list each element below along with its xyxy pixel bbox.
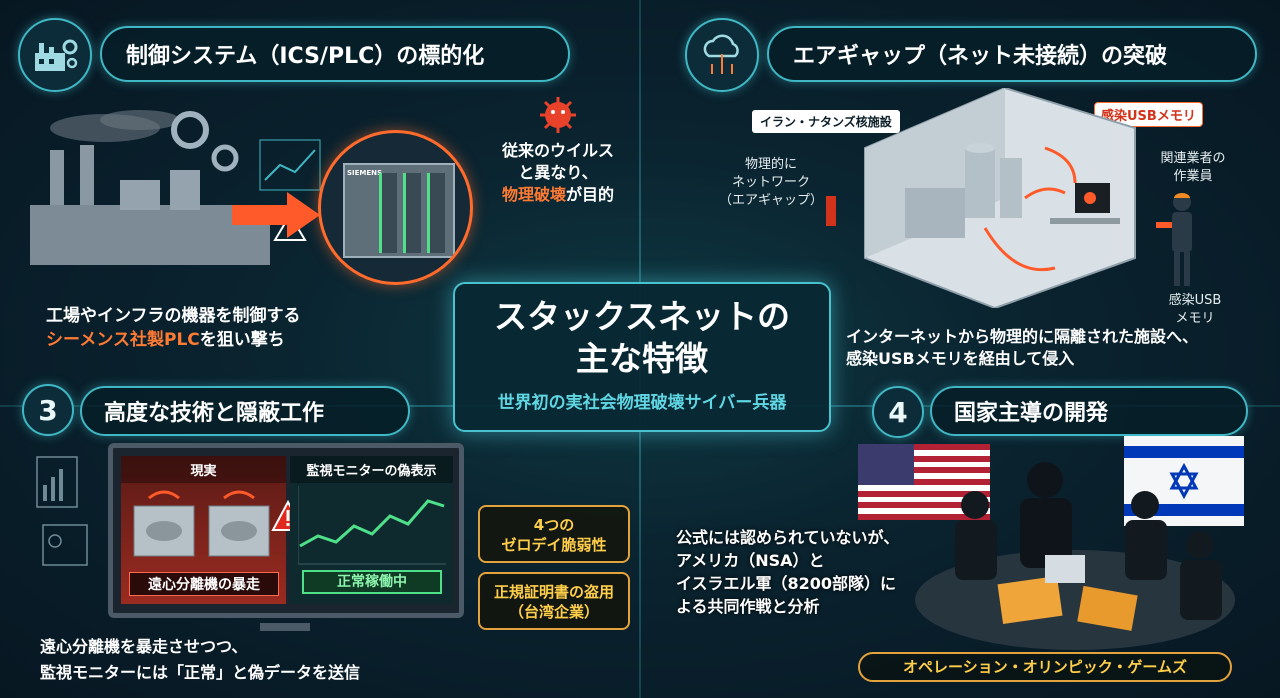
- airgap-barrier: [826, 196, 836, 226]
- secret-meeting-illustration: [915, 462, 1235, 650]
- section4-number-badge: 4: [872, 386, 924, 438]
- zero-day-box: 4つの ゼロデイ脆弱性: [478, 505, 630, 563]
- factory-illustration: [30, 110, 321, 265]
- center-title: スタックスネットの 主な特徴: [493, 297, 790, 378]
- section1-title: 制御システム（ICS/PLC）の標的化: [100, 26, 570, 82]
- factory-gear-icon: [18, 18, 92, 92]
- section2-description: インターネットから物理的に隔離された施設へ、 感染USBメモリを経由して侵入: [846, 327, 1199, 368]
- centrifuge-illustration: [133, 490, 270, 557]
- section4-description: 公式には認められていないが、 アメリカ（NSA）と イスラエル軍（8200部隊）…: [676, 528, 900, 616]
- normal-chart-line: [298, 486, 446, 565]
- us-flag-icon: [858, 444, 990, 520]
- section4-title: 国家主導の開発: [930, 386, 1248, 436]
- airgap-note: 物理的に ネットワーク （エアギャップ）: [718, 157, 823, 208]
- arrow-right-icon: [232, 192, 320, 238]
- monitor-stand: [260, 623, 310, 631]
- facility-label: イラン・ナタンズ核施設: [752, 110, 900, 133]
- runaway-label: 遠心分離機の暴走: [129, 572, 279, 596]
- section3-description: 遠心分離機を暴走させつつ、 監視モニターには「正常」と偽データを送信: [40, 637, 361, 682]
- cloud-network-icon: [685, 18, 759, 92]
- worker-label: 関連業者の 作業員: [1160, 151, 1226, 184]
- usb-stick-label: 感染USB メモリ: [1168, 293, 1222, 326]
- reality-panel: 現実 遠心分離機の暴走: [121, 456, 286, 604]
- facility-room-illustration: [864, 88, 1136, 308]
- section3-title: 高度な技術と隠蔽工作: [80, 386, 410, 436]
- center-panel: スタックスネットの 主な特徴 世界初の実社会物理破壊サイバー兵器: [453, 282, 831, 432]
- section1-description: 工場やインフラの機器を制御する シーメンス社製PLCを狙い撃ち: [46, 306, 301, 350]
- certificate-box: 正規証明書の盗用 （台湾企業）: [478, 572, 630, 630]
- plc-device: SIEMENS: [318, 130, 473, 285]
- section3-number-badge: 3: [22, 384, 74, 436]
- normal-status-label: 正常稼働中: [302, 570, 442, 594]
- document-icons: [36, 456, 88, 566]
- fake-display-panel: 監視モニターの偽表示 正常稼働中: [290, 456, 453, 604]
- center-subtitle: 世界初の実社会物理破壊サイバー兵器: [497, 393, 787, 413]
- worker-figure: [1156, 193, 1192, 286]
- virus-note: 従来のウイルス と異なり、 物理破壊が目的: [501, 141, 615, 204]
- virus-icon: [540, 97, 576, 133]
- operation-banner: オペレーション・オリンピック・ゲームズ: [858, 652, 1232, 682]
- plc-brand: SIEMENS: [347, 169, 383, 177]
- monitor-screen: 現実 遠心分離機の暴走 監視モニターの偽表示 正常稼働中: [108, 443, 464, 618]
- section2-title: エアギャップ（ネット未接続）の突破: [767, 26, 1257, 82]
